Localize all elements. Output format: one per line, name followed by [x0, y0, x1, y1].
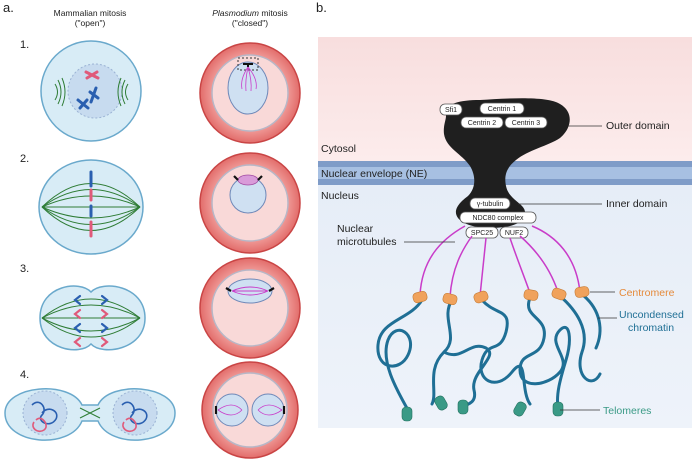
nuf2-label: NUF2 — [505, 230, 523, 237]
leader-lines — [404, 125, 617, 411]
plasmodium-stage-1-cell — [199, 42, 301, 144]
panel-a-label: a. — [3, 0, 14, 15]
plasmodium-stage-4-cell — [201, 361, 299, 459]
outer-protein-pills: Sfi1 Centrin 1 Centrin 2 Centrin 3 — [439, 102, 548, 129]
mammalian-stage-4-cell — [4, 388, 176, 441]
nuclear-mt-label-1: Nuclear — [337, 223, 374, 235]
plasmodium-stage-2-cell — [199, 152, 301, 254]
nuclear-microtubules — [419, 225, 581, 298]
mammalian-stage-1-cell — [40, 40, 142, 142]
stage-4-label: 4. — [20, 369, 29, 381]
nucleus-label: Nucleus — [321, 190, 359, 202]
mammalian-stage-2-cell — [38, 159, 144, 255]
gamma-tubulin-label: γ-tubulin — [477, 201, 504, 208]
mammalian-stage-3-cell — [39, 285, 146, 351]
spc25-label: SPC25 — [471, 230, 493, 237]
centromeres — [412, 286, 590, 306]
plasmodium-title: Plasmodium mitosis — [212, 8, 288, 18]
sfi1-label: Sfi1 — [445, 107, 457, 114]
centrin1-label: Centrin 1 — [488, 106, 517, 113]
inner-domain-label: Inner domain — [606, 198, 667, 210]
centrin2-label: Centrin 2 — [468, 120, 497, 127]
ndc80-label: NDC80 complex — [473, 215, 524, 222]
outer-domain-label: Outer domain — [606, 120, 670, 132]
plasmodium-stage-3-cell — [199, 257, 301, 359]
mammalian-subtitle: ("open") — [75, 18, 106, 28]
stage-2-label: 2. — [20, 153, 29, 165]
inner-protein-pills: γ-tubulin NDC80 complex SPC25 NUF2 — [459, 197, 537, 239]
mtoc-structure — [443, 98, 570, 228]
plasmodium-subtitle: ("closed") — [232, 18, 268, 28]
stage-3-label: 3. — [20, 263, 29, 275]
centromere-label: Centromere — [619, 287, 675, 299]
telomeres-label: Telomeres — [603, 405, 651, 417]
uncondensed-label-1: Uncondensed — [619, 309, 684, 321]
stage-1-label: 1. — [20, 39, 29, 51]
nuclear-envelope-label: Nuclear envelope (NE) — [321, 168, 427, 180]
uncondensed-chromatin — [376, 294, 602, 412]
mammalian-title: Mammalian mitosis — [54, 8, 127, 18]
uncondensed-label-2: chromatin — [628, 322, 674, 334]
nuclear-mt-label-2: microtubules — [337, 236, 397, 248]
panel-b-label: b. — [316, 0, 327, 15]
centrin3-label: Centrin 3 — [512, 120, 541, 127]
telomeres — [401, 395, 564, 422]
cytosol-label: Cytosol — [321, 143, 356, 155]
